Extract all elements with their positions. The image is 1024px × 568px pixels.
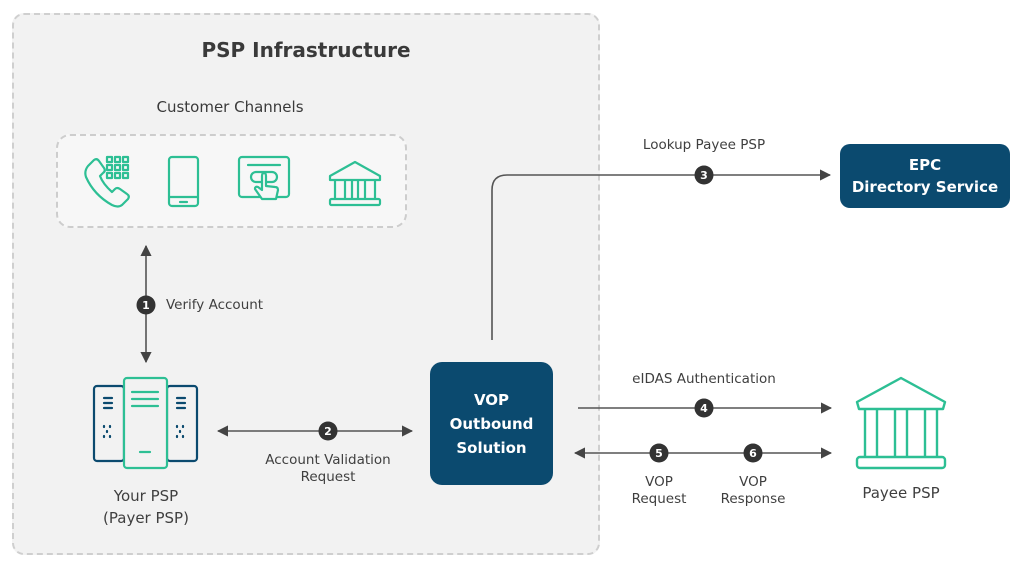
mobile-phone-icon (167, 155, 200, 208)
step-5-label-line-2: Request (631, 491, 687, 507)
step-2-label-line-2: Request (300, 469, 356, 485)
svg-text:5: 5 (655, 447, 663, 460)
payee-psp-label: Payee PSP (862, 484, 940, 502)
payer-psp-label-line-2: (Payer PSP) (103, 509, 189, 527)
customer-channels-title: Customer Channels (156, 98, 304, 116)
payer-psp-label: Your PSP (Payer PSP) (86, 485, 206, 529)
step-3-label: Lookup Payee PSP (642, 137, 766, 153)
svg-text:2: 2 (324, 425, 332, 438)
step-badge-3: 3 (694, 165, 714, 185)
step-5-label-line-1: VOP (645, 474, 673, 490)
vop-line-3: Solution (456, 438, 527, 457)
step-badge-1: 1 (136, 295, 156, 315)
step-6-label-line-1: VOP (739, 474, 767, 490)
step-4-label: eIDAS Authentication (632, 371, 776, 387)
step-badge-4: 4 (694, 398, 714, 418)
vop-line-1: VOP (473, 390, 510, 409)
phone-keypad-icon (84, 155, 130, 208)
step-5-label: VOP Request (614, 474, 704, 508)
step-1-label: Verify Account (166, 297, 264, 313)
step-6-label-line-2: Response (720, 491, 786, 507)
svg-text:6: 6 (749, 447, 757, 460)
step-6-label: VOP Response (703, 474, 803, 508)
step-badge-2: 2 (318, 421, 338, 441)
epc-line-1: EPC (908, 156, 942, 174)
bank-branch-icon (328, 160, 382, 207)
arrow-lookup-payee-psp (491, 169, 832, 340)
touch-screen-icon (237, 155, 291, 201)
step-2-label: Account Validation Request (238, 452, 418, 486)
epc-directory-service-node[interactable]: EPC Directory Service (840, 144, 1010, 208)
svg-text:3: 3 (700, 169, 708, 182)
step-badge-5: 5 (649, 443, 669, 463)
epc-line-2: Directory Service (851, 178, 999, 196)
svg-text:1: 1 (142, 299, 150, 312)
psp-infrastructure-title: PSP Infrastructure (201, 38, 411, 62)
payer-psp-label-line-1: Your PSP (113, 487, 179, 505)
step-2-label-line-1: Account Validation (265, 452, 391, 468)
vop-line-2: Outbound (449, 414, 534, 433)
server-stack-icon (92, 376, 199, 470)
svg-text:4: 4 (700, 402, 708, 415)
bank-icon (855, 376, 947, 470)
step-badge-6: 6 (743, 443, 763, 463)
vop-outbound-solution-node[interactable]: VOP Outbound Solution (430, 362, 553, 485)
